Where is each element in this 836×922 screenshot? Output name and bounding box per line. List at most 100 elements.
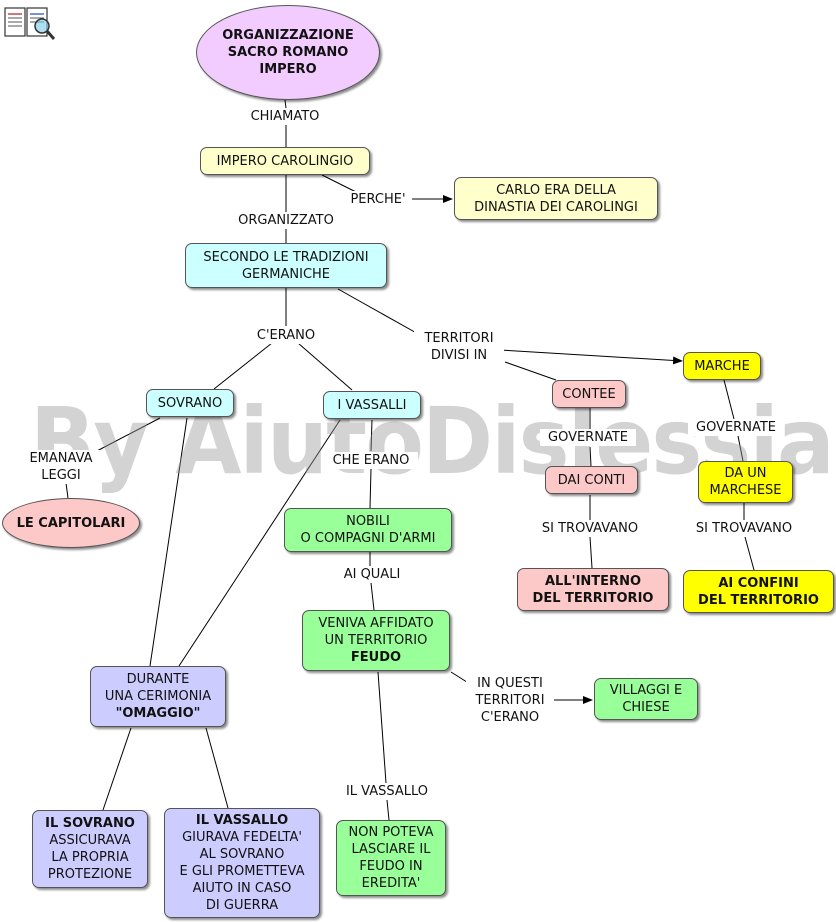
link-label-line: CHE ERANO bbox=[332, 453, 410, 468]
node-carlo[interactable]: CARLO ERA DELLA DINASTIA DEI CAROLINGI bbox=[454, 177, 658, 220]
node-carlo-line: DINASTIA DEI CAROLINGI bbox=[474, 199, 638, 215]
node-villaggi-line: VILLAGGI E bbox=[609, 683, 683, 698]
link-label-chiamato: CHIAMATO bbox=[243, 108, 327, 125]
line-marche-governate bbox=[723, 379, 735, 420]
node-feudo-line: FEUDO bbox=[350, 650, 402, 665]
node-ilvassallo-line: GIURAVA FEDELTA' bbox=[182, 830, 302, 845]
node-omaggio-line: UNA CERIMONIA bbox=[104, 689, 212, 704]
line-territori-contee bbox=[504, 361, 557, 381]
node-carolingio[interactable]: IMPERO CAROLINGIO bbox=[200, 147, 370, 175]
line-cheerano-nobili bbox=[369, 468, 372, 509]
node-carolingio-line: IMPERO CAROLINGIO bbox=[216, 153, 354, 169]
node-nobili-line: NOBILI bbox=[346, 514, 390, 529]
node-capitolari[interactable]: LE CAPITOLARI bbox=[2, 498, 140, 548]
line-sitrovavano-interno bbox=[589, 536, 593, 569]
node-interno-line: DEL TERRITORIO bbox=[532, 590, 654, 606]
node-root-line: SACRO ROMANO bbox=[227, 45, 349, 60]
node-interno[interactable]: ALL'INTERNO DEL TERRITORIO bbox=[517, 568, 669, 611]
link-label-governate-conti: GOVERNATE bbox=[540, 429, 636, 446]
node-tradizioni-line: GERMANICHE bbox=[241, 266, 331, 282]
node-ilvassallo-line: AL SOVRANO bbox=[199, 847, 285, 862]
node-marchese-line: DA UN bbox=[724, 466, 767, 481]
node-contee-line: CONTEE bbox=[562, 386, 616, 402]
node-ilsovrano-line: PROTEZIONE bbox=[47, 867, 133, 882]
concept-map-book-icon bbox=[4, 7, 56, 40]
node-ilvassallo-line: IL VASSALLO bbox=[195, 813, 289, 828]
node-marchese-line: MARCHESE bbox=[709, 483, 782, 498]
node-conti[interactable]: DAI CONTI bbox=[545, 466, 638, 494]
link-label-aiquali: AI QUALI bbox=[334, 566, 410, 583]
link-label-line: EMANAVA bbox=[29, 451, 93, 466]
line-vassalli-cheerano bbox=[370, 419, 373, 452]
link-label-line: DIVISI IN bbox=[430, 348, 488, 363]
node-contee[interactable]: CONTEE bbox=[552, 380, 626, 408]
node-vassalli[interactable]: I VASSALLI bbox=[323, 391, 421, 419]
node-omaggio-line: DURANTE bbox=[126, 672, 190, 687]
link-label-sitrovavano-confini: SI TROVAVANO bbox=[684, 520, 804, 537]
node-marche[interactable]: MARCHE bbox=[683, 352, 761, 380]
link-label-line: SI TROVAVANO bbox=[541, 521, 639, 536]
node-ilsovrano[interactable]: IL SOVRANO ASSICURAVA LA PROPRIA PROTEZI… bbox=[32, 810, 148, 888]
node-nonpoteva-line: FEUDO IN bbox=[359, 859, 423, 874]
link-label-cerano: C'ERANO bbox=[249, 327, 323, 344]
node-nonpoteva-line: NON POTEVA bbox=[348, 825, 434, 840]
node-vassalli-line: I VASSALLI bbox=[337, 397, 407, 413]
node-ilvassallo-line: E GLI PROMETTEVA bbox=[179, 864, 305, 879]
node-capitolari-line: LE CAPITOLARI bbox=[16, 515, 126, 531]
line-vassalli-omaggio bbox=[178, 419, 341, 667]
link-label-line: ORGANIZZATO bbox=[238, 213, 334, 228]
node-nobili[interactable]: NOBILI O COMPAGNI D'ARMI bbox=[284, 508, 452, 552]
node-tradizioni[interactable]: SECONDO LE TRADIZIONI GERMANICHE bbox=[185, 243, 387, 288]
line-feudo-ilvassallo bbox=[377, 671, 387, 784]
link-label-line: C'ERANO bbox=[480, 710, 540, 725]
link-label-inquesti: IN QUESTI TERRITORI C'ERANO bbox=[466, 675, 554, 726]
node-villaggi[interactable]: VILLAGGI E CHIESE bbox=[594, 678, 698, 720]
line-tradizioni-territori bbox=[337, 288, 421, 336]
line-sitrovavano-confini bbox=[744, 536, 755, 571]
node-ilvassallo[interactable]: IL VASSALLO GIURAVA FEDELTA' AL SOVRANO … bbox=[164, 808, 320, 918]
link-label-governate-marchese: GOVERNATE bbox=[688, 419, 784, 436]
node-confini-line: AI CONFINI bbox=[718, 575, 799, 591]
link-label-line: GOVERNATE bbox=[548, 430, 628, 445]
node-root[interactable]: ORGANIZZAZIONE SACRO ROMANO IMPERO bbox=[196, 5, 380, 100]
node-conti-line: DAI CONTI bbox=[557, 472, 626, 488]
node-feudo-line: VENIVA AFFIDATO bbox=[318, 616, 434, 631]
node-nobili-line: O COMPAGNI D'ARMI bbox=[300, 531, 436, 546]
node-interno-line: ALL'INTERNO bbox=[544, 573, 641, 589]
node-feudo-line: UN TERRITORIO bbox=[324, 633, 428, 648]
node-sovrano[interactable]: SOVRANO bbox=[146, 389, 234, 417]
node-feudo[interactable]: VENIVA AFFIDATO UN TERRITORIO FEUDO bbox=[302, 610, 450, 671]
node-omaggio[interactable]: DURANTE UNA CERIMONIA "OMAGGIO" bbox=[90, 666, 226, 727]
link-label-line: PERCHE' bbox=[350, 192, 406, 207]
node-confini-line: DEL TERRITORIO bbox=[698, 592, 819, 608]
node-nonpoteva-line: LASCIARE IL bbox=[351, 842, 431, 857]
link-label-line: LEGGI bbox=[41, 468, 81, 483]
link-label-line: TERRITORI bbox=[475, 693, 545, 708]
node-root-line: ORGANIZZAZIONE bbox=[222, 28, 354, 43]
node-villaggi-line: CHIESE bbox=[622, 700, 670, 715]
link-label-cheerano: CHE ERANO bbox=[324, 452, 418, 469]
node-ilvassallo-line: DI GUERRA bbox=[205, 898, 279, 913]
link-label-territori: TERRITORI DIVISI IN bbox=[414, 330, 504, 364]
link-label-line: TERRITORI bbox=[424, 331, 494, 346]
line-ilvassallo-nonpoteva bbox=[386, 799, 390, 821]
node-nonpoteva-line: EREDITA' bbox=[361, 876, 421, 891]
link-label-ilvassallo: IL VASSALLO bbox=[336, 783, 438, 800]
line-omaggio-ilvassallo bbox=[205, 727, 229, 809]
line-governate-conti bbox=[589, 446, 592, 467]
line-sovrano-emanava bbox=[94, 417, 161, 453]
link-label-line: IN QUESTI bbox=[477, 676, 543, 691]
link-label-line: CHIAMATO bbox=[250, 109, 320, 124]
line-emanava-capitolari bbox=[65, 482, 69, 499]
node-nonpoteva[interactable]: NON POTEVA LASCIARE IL FEUDO IN EREDITA' bbox=[336, 820, 446, 896]
node-sovrano-line: SOVRANO bbox=[157, 395, 223, 411]
line-governate-marchese bbox=[737, 435, 744, 462]
node-tradizioni-line: SECONDO LE TRADIZIONI bbox=[203, 249, 369, 265]
node-confini[interactable]: AI CONFINI DEL TERRITORIO bbox=[683, 570, 834, 613]
node-ilsovrano-line: LA PROPRIA bbox=[51, 850, 129, 865]
node-marchese[interactable]: DA UN MARCHESE bbox=[698, 461, 793, 503]
line-cerano-vassalli bbox=[297, 342, 353, 391]
line-cerano-sovrano bbox=[213, 342, 273, 390]
